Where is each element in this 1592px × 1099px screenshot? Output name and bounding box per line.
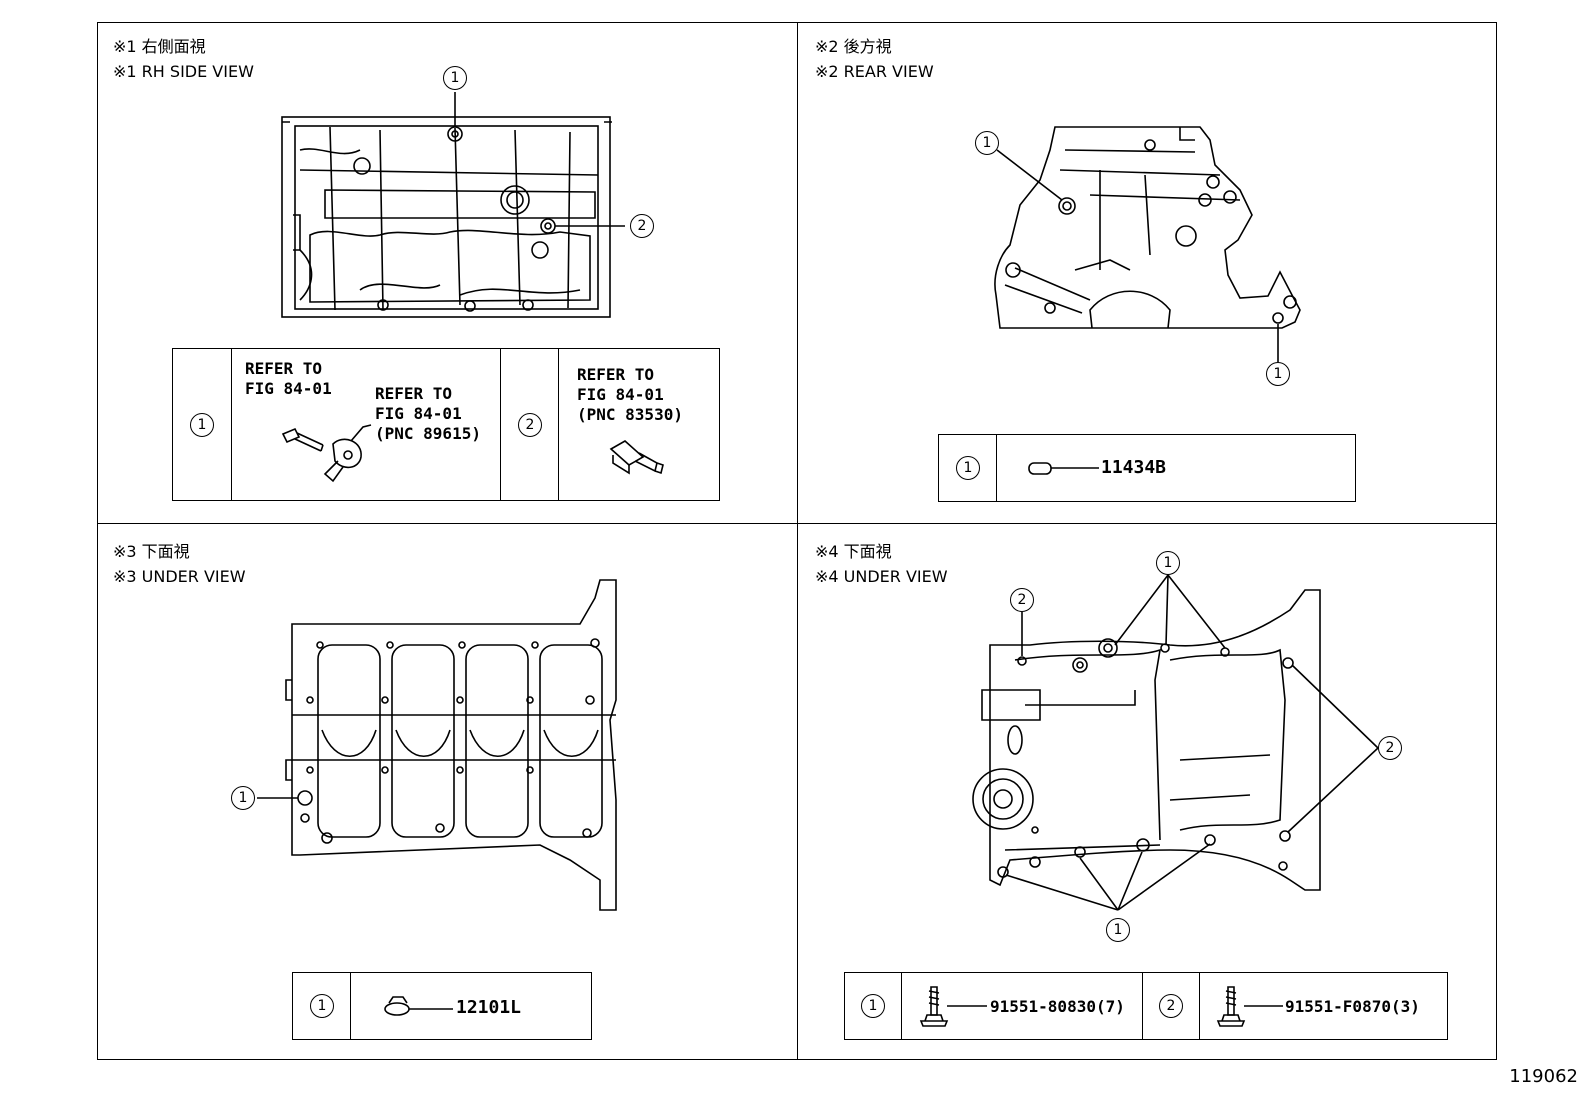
panel1-table-item2-num: 2 [518,413,542,437]
panel1-callout-1: 1 [443,66,467,90]
panel-divider-horizontal [97,523,1497,524]
panel3-callout-1: 1 [231,786,255,810]
panel2-table-item1-part: 11434B [1101,457,1167,478]
panel3-title-jp: ※3 下面視 [113,542,190,561]
panel3-table-cell-num1 [293,973,351,1039]
panel4-callout-2-right: 2 [1378,736,1402,760]
panel4-title-jp: ※4 下面視 [815,542,892,561]
panel3-table-item1-num: 1 [310,994,334,1018]
panel4-table-cell-num2 [1143,973,1200,1039]
panel3-table-item1-part: 12101L [456,997,522,1018]
panel1-table-part-icons [281,424,664,483]
panel4-bolt-icons [919,986,1283,1027]
panel2-table-cell-num1 [939,435,997,501]
panel4-table-cell-parts1 [902,973,1143,1039]
panel1-title-en: ※1 RH SIDE VIEW [113,62,254,81]
panel1-callout-2: 2 [630,214,654,238]
panel4-table-item2-num: 2 [1159,994,1183,1018]
panel1-table-item2-ref: REFER TO FIG 84-01 (PNC 83530) [577,365,683,424]
panel2-dowel-pin-icon [1028,462,1099,475]
panel2-table-item1-num: 1 [956,456,980,480]
panel4-table-item1-part: 91551-80830(7) [990,997,1125,1016]
panel4-callout-2-left: 2 [1010,588,1034,612]
panel2-callout-1-bottom: 1 [1266,362,1290,386]
panel1-table-item1-num: 1 [190,413,214,437]
panel1-title-jp: ※1 右側面視 [113,37,206,56]
panel2-title-jp: ※2 後方視 [815,37,892,56]
panel1-table-item1-ref-a: REFER TO FIG 84-01 [245,359,332,398]
panel4-title-en: ※4 UNDER VIEW [815,567,948,586]
panel1-table-cell-parts1 [232,349,501,500]
panel4-parts-table: 1 2 91551-80830(7) 91551-F0870(3) [844,972,1448,1040]
panel2-title-en: ※2 REAR VIEW [815,62,934,81]
panel1-table-cell-num2 [501,349,559,500]
panel3-parts-table: 1 12101L [292,972,592,1040]
panel2-callout-1-top: 1 [975,131,999,155]
panel1-table-cell-num1 [173,349,232,500]
panel3-plug-icon [384,996,453,1016]
panel4-callout-1-bottom: 1 [1106,918,1130,942]
panel-divider-vertical [797,22,798,1060]
panel1-parts-table: 1 REFER TO FIG 84-01 REFER TO FIG 84-01 … [172,348,720,501]
panel2-parts-table: 1 11434B [938,434,1356,502]
panel3-title-en: ※3 UNDER VIEW [113,567,246,586]
figure-number: 119062 [1509,1066,1578,1087]
panel4-table-item1-num: 1 [861,994,885,1018]
panel4-table-cell-num1 [845,973,902,1039]
panel1-table-item1-ref-b: REFER TO FIG 84-01 (PNC 89615) [375,384,481,443]
panel4-callout-1-top: 1 [1156,551,1180,575]
panel4-table-item2-part: 91551-F0870(3) [1285,997,1420,1016]
